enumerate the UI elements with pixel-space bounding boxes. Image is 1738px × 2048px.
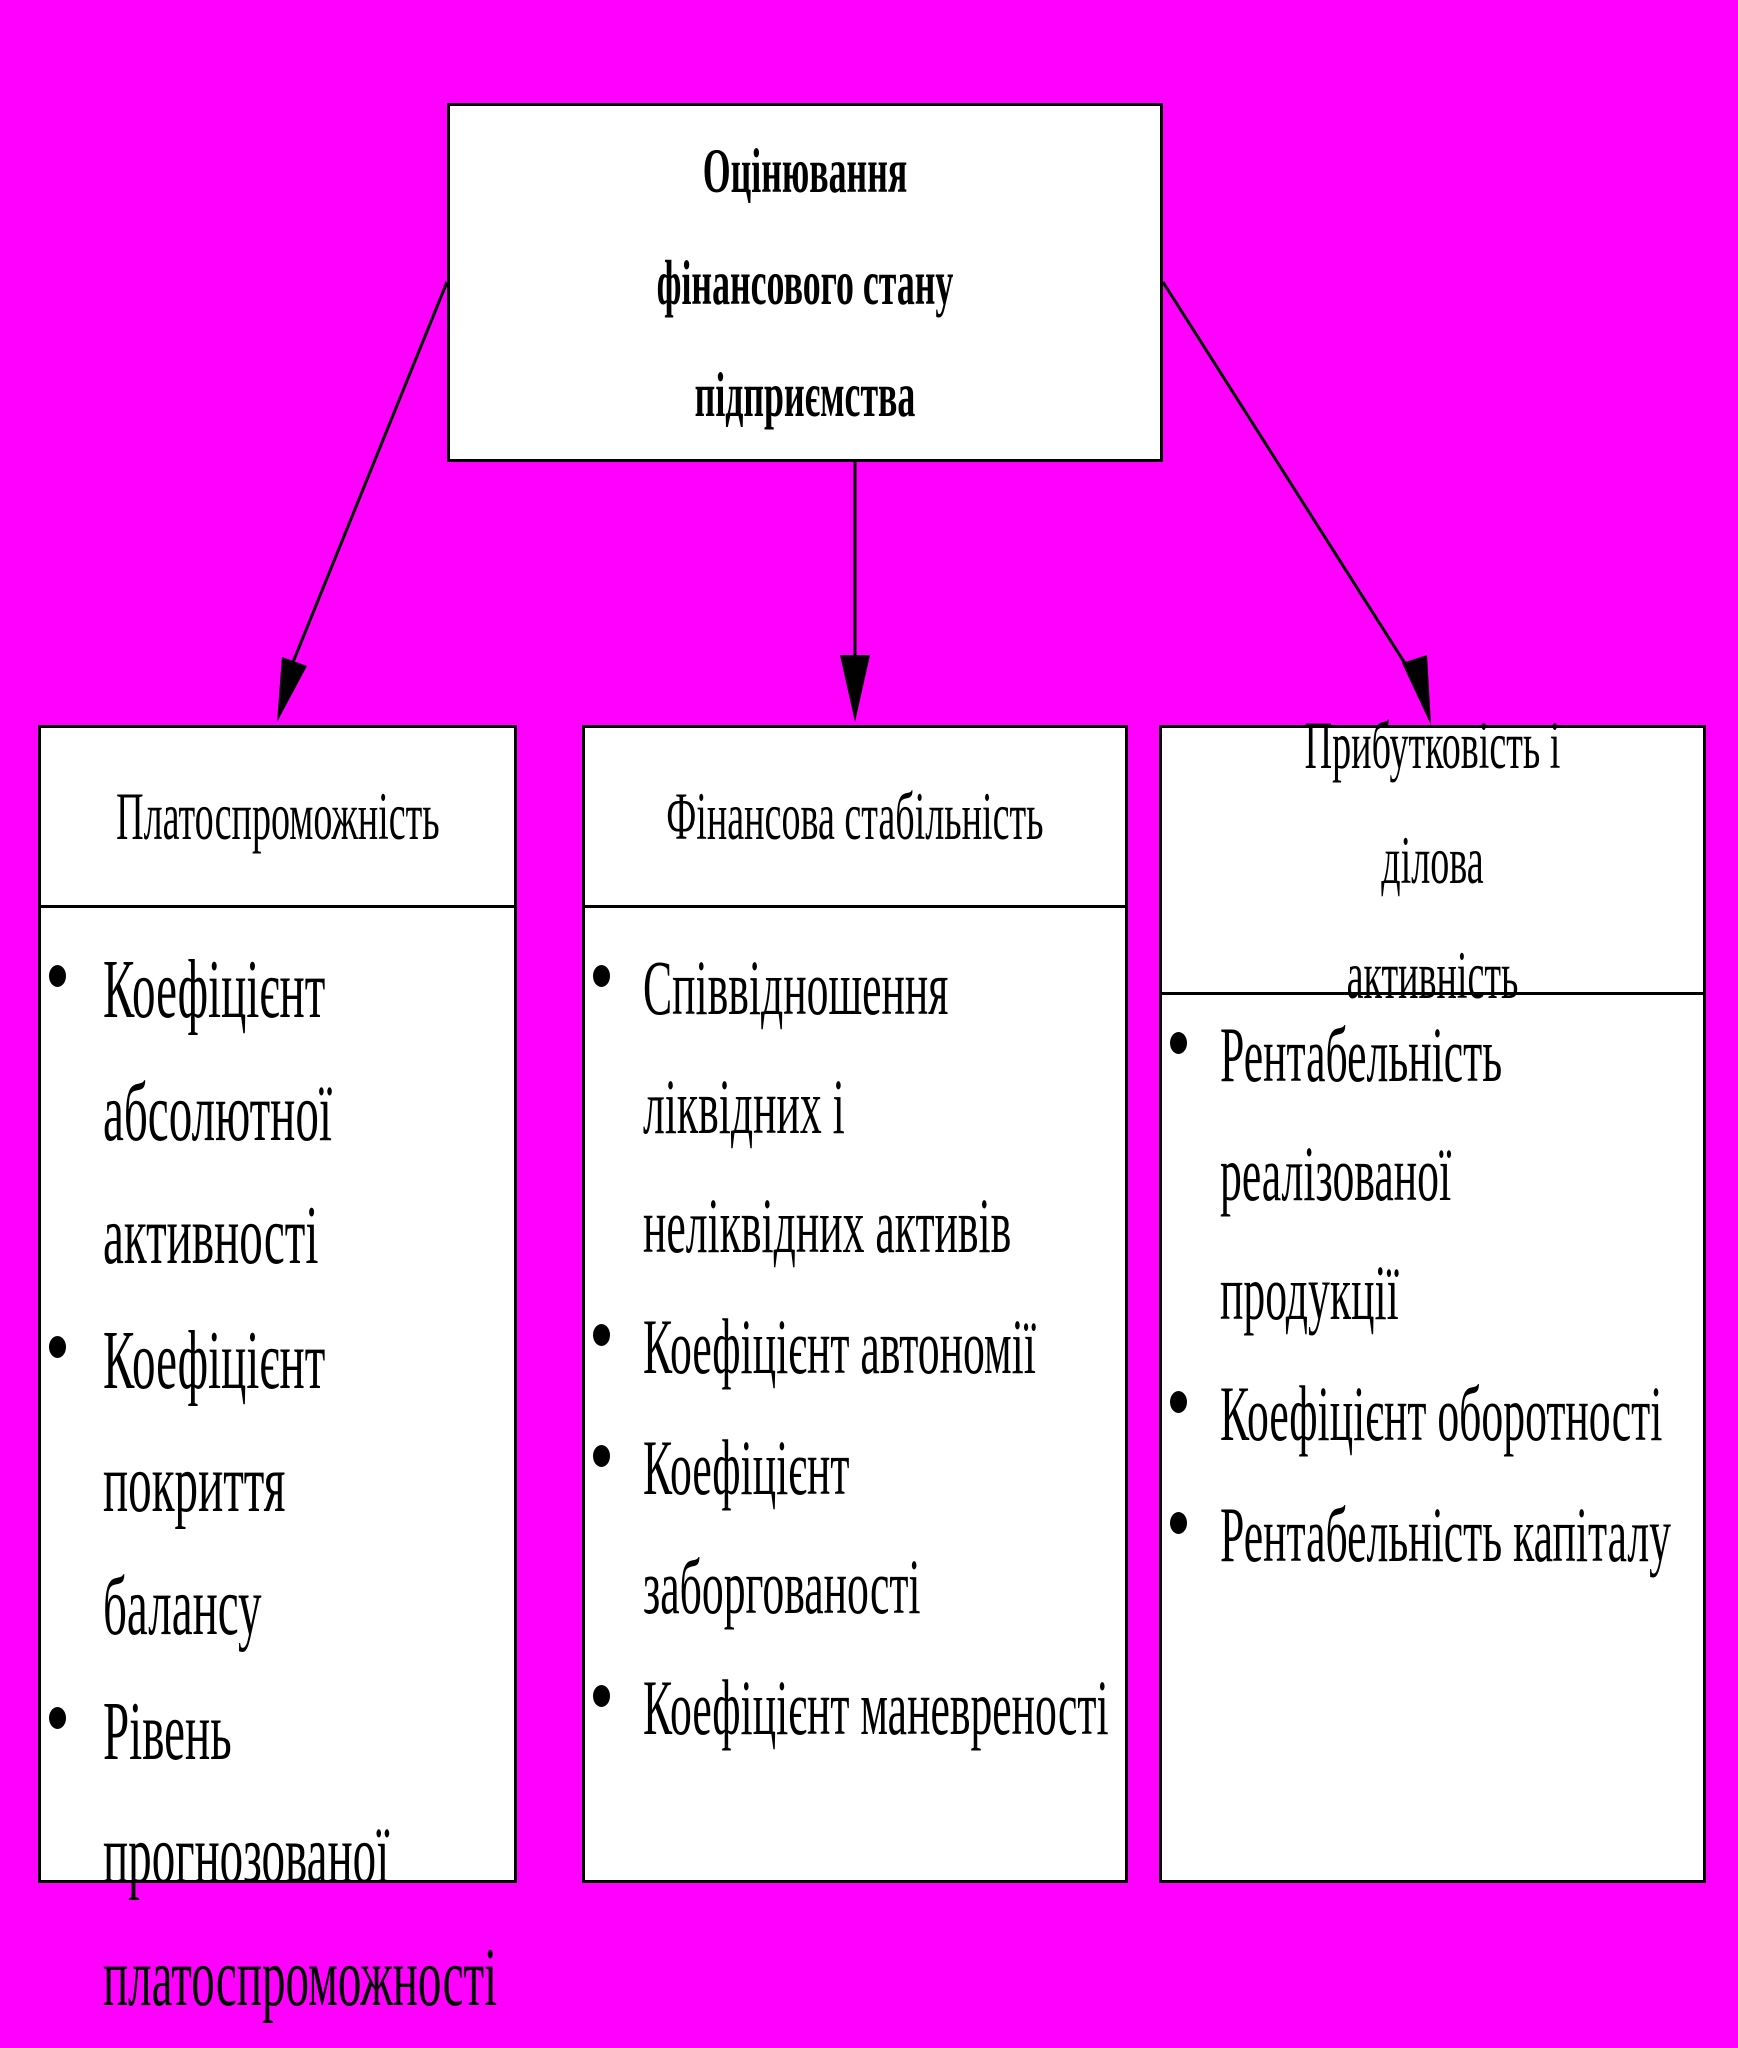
list-item-text: Коефіцієнт маневреності (643, 1664, 1109, 1751)
bullet-icon (49, 1336, 66, 1358)
list-item: Рівень прогнозованої платоспроможності (41, 1670, 514, 2039)
arrowhead-right (1402, 655, 1431, 725)
list-item: Коефіцієнт покриття балансу (41, 1299, 514, 1668)
branch-header: Платоспроможність (41, 728, 514, 908)
list-item-text: Коефіцієнт автономії (643, 1303, 1036, 1390)
list-item-text: Рентабельність капіталу (1220, 1491, 1671, 1578)
connector-right (1161, 281, 1415, 677)
bullet-icon (593, 965, 610, 987)
branch-header: Прибутковість і ділова активність (1162, 707, 1703, 1013)
arrowhead-left (277, 657, 307, 722)
list-item: Рентабельність реалізованої продукції (1162, 995, 1703, 1352)
list-item: Коефіцієнт заборгованості (585, 1408, 1125, 1646)
branch-title: Фінансова стабільність (666, 778, 1044, 854)
arrowhead-center (840, 655, 870, 722)
list-item: Коефіцієнт абсолютної активності (41, 928, 514, 1297)
bullet-icon (1170, 1512, 1187, 1534)
branch-profitability: Прибутковість і ділова активність Рентаб… (1159, 707, 1706, 1883)
list-item-text: Рентабельність реалізованої продукції (1220, 1011, 1503, 1336)
list-item-text: Коефіцієнт оборотності (1220, 1370, 1663, 1457)
bullet-icon (1170, 1032, 1187, 1054)
branch-title: Платоспроможність (115, 778, 440, 854)
branch-solvency: Платоспроможність Коефіцієнт абсолютної … (38, 725, 517, 2024)
list-item: Рентабельність капіталу (1162, 1475, 1703, 1594)
list-item-text: Коефіцієнт покриття балансу (103, 1314, 326, 1653)
bullet-icon (49, 1707, 66, 1729)
list-item: Коефіцієнт автономії (585, 1287, 1125, 1406)
list-item-text: Коефіцієнт заборгованості (643, 1424, 921, 1630)
bullet-icon (593, 1324, 610, 1346)
connector-left (287, 281, 449, 673)
bullet-icon (593, 1685, 610, 1707)
list-item: Коефіцієнт маневреності (585, 1648, 1125, 1767)
root-title: Оцінювання фінансового стану підприємств… (656, 134, 954, 430)
list-item: Коефіцієнт оборотності (1162, 1354, 1703, 1473)
bullet-icon (1170, 1391, 1187, 1413)
indicator-list: Коефіцієнт абсолютної активності Коефіці… (41, 908, 514, 2039)
branch-title: Прибутковість і ділова активність (1304, 706, 1561, 1013)
indicator-list: Співвідношення ліквідних і неліквідних а… (585, 908, 1125, 1767)
list-item-text: Співвідношення ліквідних і неліквідних а… (643, 944, 1012, 1269)
bullet-icon (593, 1445, 610, 1467)
branch-financial-stability: Фінансова стабільність Співвідношення лі… (582, 725, 1128, 1883)
bullet-icon (49, 965, 66, 987)
list-item: Співвідношення ліквідних і неліквідних а… (585, 928, 1125, 1285)
indicator-list: Рентабельність реалізованої продукції Ко… (1162, 995, 1703, 1594)
root-node: Оцінювання фінансового стану підприємств… (447, 103, 1163, 462)
list-item-text: Коефіцієнт абсолютної активності (103, 943, 332, 1282)
branch-header: Фінансова стабільність (585, 728, 1125, 908)
list-item-text: Рівень прогнозованої платоспроможності (103, 1685, 498, 2024)
